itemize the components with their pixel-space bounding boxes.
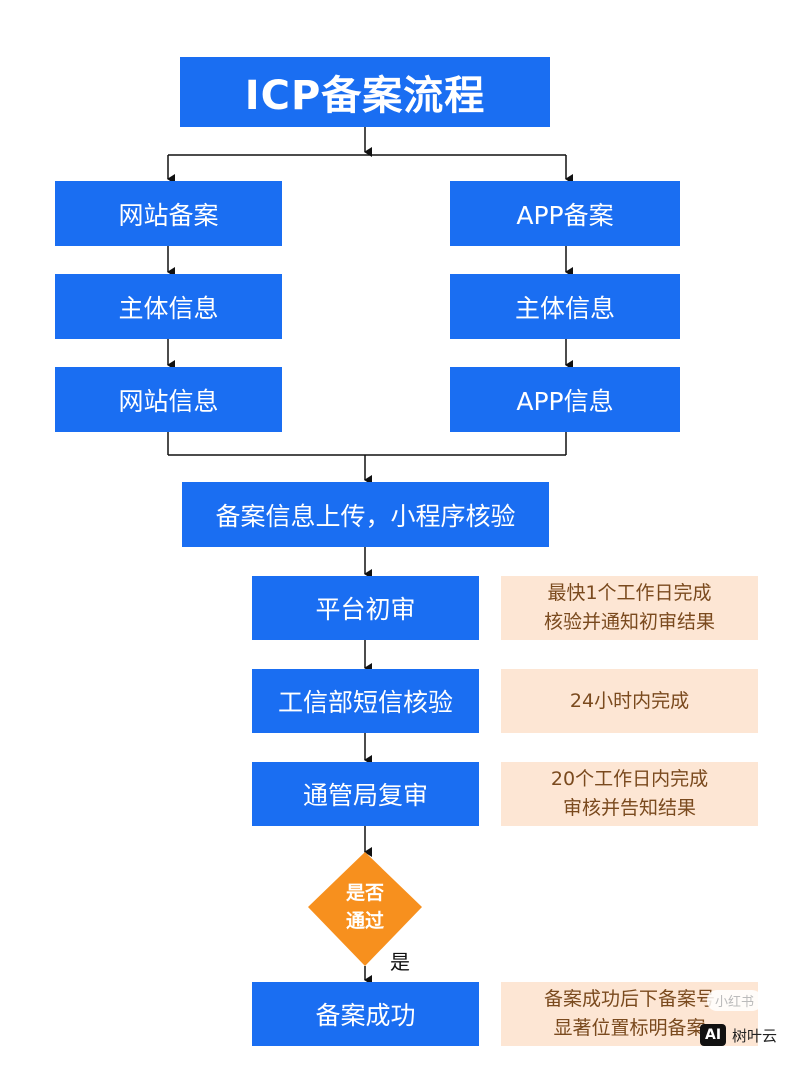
- watermark: AI 树叶云: [700, 1024, 777, 1046]
- success-note-line1: 备案成功后下备案号: [543, 988, 715, 1010]
- decision-label-line1: 是否: [345, 882, 384, 904]
- upload-verify-box: 备案信息上传，小程序核验: [182, 482, 549, 547]
- bureau-review-note-line1: 20个工作日内完成: [550, 768, 709, 790]
- bureau-review-box: 通管局复审: [252, 762, 479, 826]
- initial-review-box: 平台初审: [252, 576, 479, 640]
- sms-verify-box: 工信部短信核验: [252, 669, 479, 733]
- website-subject-info-box: 主体信息: [55, 274, 282, 339]
- success-note-line2: 显著位置标明备案: [553, 1017, 706, 1039]
- sms-verify-note: 24小时内完成: [501, 669, 758, 733]
- bureau-review-note-line2: 审核并告知结果: [562, 797, 696, 819]
- website-info-box: 网站信息: [55, 367, 282, 432]
- website-filing-box: 网站备案: [55, 181, 282, 246]
- watermark-ai-badge: AI: [700, 1024, 727, 1046]
- decision-yes-label: 是: [390, 950, 410, 974]
- decision-label-line2: 通过: [345, 910, 384, 932]
- filing-success-box: 备案成功: [252, 982, 479, 1046]
- app-filing-box: APP备案: [450, 181, 680, 246]
- page-title: ICP备案流程: [180, 57, 550, 127]
- watermark-top: 小红书: [707, 990, 763, 1011]
- sms-verify-note-line1: 24小时内完成: [569, 689, 690, 712]
- decision-diamond: [308, 852, 422, 966]
- bureau-review-note: 20个工作日内完成 审核并告知结果: [501, 762, 758, 826]
- initial-review-note-line2: 核验并通知初审结果: [543, 611, 715, 633]
- initial-review-note-line1: 最快1个工作日完成: [547, 582, 712, 604]
- decision-label: 是否 通过: [318, 876, 412, 938]
- app-info-box: APP信息: [450, 367, 680, 432]
- app-subject-info-box: 主体信息: [450, 274, 680, 339]
- initial-review-note: 最快1个工作日完成 核验并通知初审结果: [501, 576, 758, 640]
- watermark-text: 树叶云: [732, 1026, 778, 1045]
